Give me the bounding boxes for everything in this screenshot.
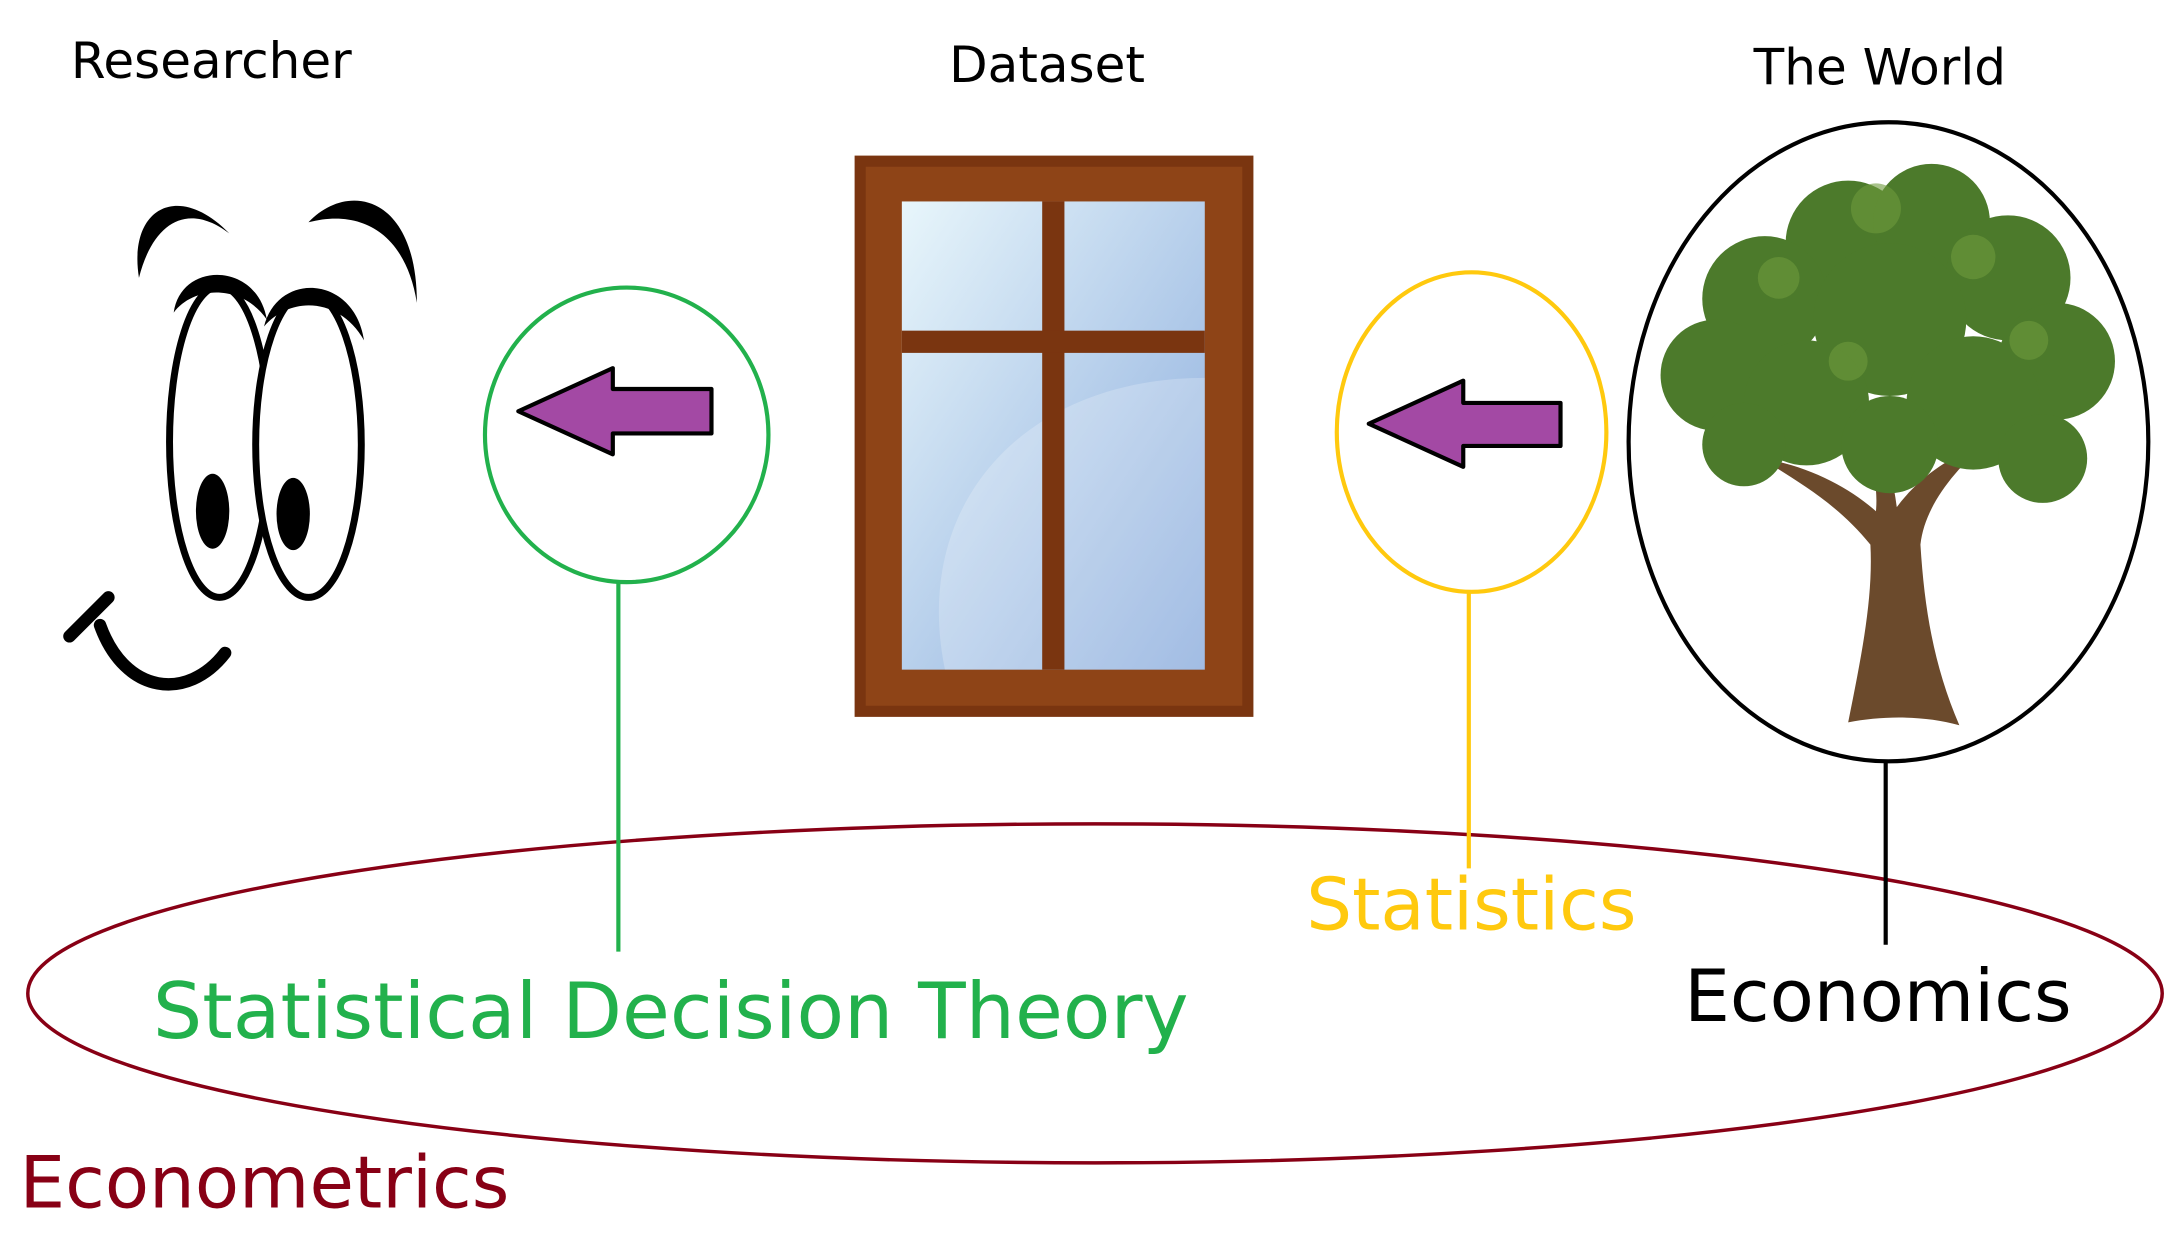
tree-icon	[1660, 163, 2115, 726]
econometrics-ellipse	[26, 822, 2164, 1165]
sdt-circle	[482, 285, 771, 585]
cartoon-eyes-face-icon	[63, 200, 417, 691]
economics-label: Economics	[1684, 955, 2072, 1040]
dataset-label: Dataset	[949, 37, 1146, 95]
world-label: The World	[1753, 40, 2006, 98]
world-circle	[1626, 120, 2151, 764]
statistics-circle	[1334, 270, 1609, 594]
statistics-label: Statistics	[1306, 864, 1637, 948]
left-arrow-icon	[516, 366, 714, 457]
left-arrow-icon	[1366, 378, 1563, 469]
sdt-label: Statistical Decision Theory	[152, 966, 1189, 1058]
econometrics-label: Econometrics	[19, 1142, 510, 1226]
window-icon	[854, 155, 1254, 717]
researcher-label: Researcher	[70, 33, 352, 91]
